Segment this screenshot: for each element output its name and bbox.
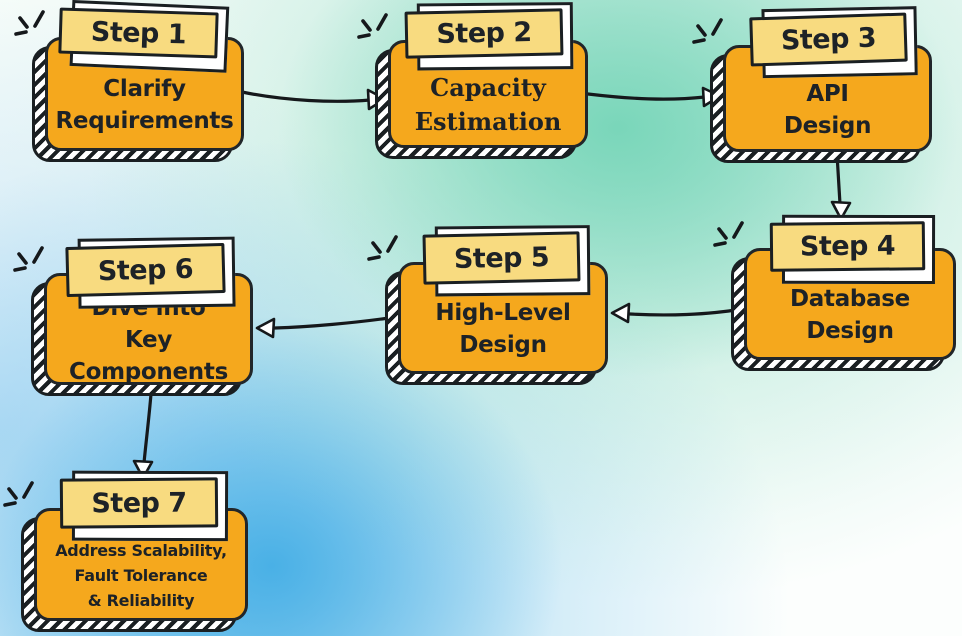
step-panel-2: Capacity Estimation Step 2 <box>357 2 588 159</box>
step-text-line: Database <box>789 286 910 312</box>
step-text-line: Clarify <box>103 76 186 102</box>
sparkle-icon <box>367 235 398 261</box>
step-tab: Step 5 <box>422 225 591 297</box>
step-panel-6: Dive into Key Components Step 6 <box>13 236 253 396</box>
sparkle-icon <box>692 18 723 44</box>
sparkle-icon <box>713 221 744 247</box>
step-label: Step 4 <box>799 230 896 263</box>
step-label: Step 3 <box>780 22 877 57</box>
step-tab: Step 6 <box>65 236 236 309</box>
step-text-line: High-Level <box>435 300 571 326</box>
sparkle-icon <box>357 13 388 39</box>
step-label: Step 5 <box>453 241 550 275</box>
step-text-line: Fault Tolerance <box>74 566 208 585</box>
sparkle-icon <box>14 10 45 36</box>
step-text-line: Design <box>459 332 547 358</box>
step-text-line: Requirements <box>55 108 234 134</box>
arrowhead-step3-step4 <box>830 200 852 221</box>
step-text-line: Capacity <box>430 73 546 102</box>
step-panel-5: High-Level Design Step 5 <box>367 225 608 385</box>
step-text-line: API <box>806 80 849 107</box>
step-label: Step 1 <box>90 16 187 50</box>
step-tab: Step 3 <box>749 6 918 79</box>
arrowhead-step6-step7 <box>132 459 154 480</box>
arrow-step6-step7 <box>142 392 153 465</box>
sparkle-icon <box>3 481 34 507</box>
step-panel-1: Clarify Requirements Step 1 <box>14 0 244 162</box>
step-text-line: Design <box>806 318 894 344</box>
step-text-line: Design <box>783 112 872 139</box>
step-label: Step 6 <box>97 253 194 287</box>
arrowhead-step4-step5 <box>610 302 631 324</box>
step-label: Step 7 <box>91 487 187 519</box>
step-tab: Step 4 <box>769 214 936 285</box>
sparkle-icon <box>13 246 44 272</box>
arrow-step5-step6 <box>273 315 398 330</box>
step-panel-7: Address Scalability, Fault Tolerance & R… <box>3 470 248 632</box>
step-text-line: Key Components <box>69 327 228 385</box>
arrowhead-step5-step6 <box>255 317 276 339</box>
arrow-step2-step3 <box>586 92 707 101</box>
step-panel-4: Database Design Step 4 <box>713 214 956 371</box>
step-tab: Step 7 <box>59 470 229 542</box>
arrow-step1-step2 <box>240 90 372 103</box>
step-tab: Step 1 <box>58 0 230 73</box>
step-text-line: Estimation <box>414 107 562 136</box>
step-tab: Step 2 <box>404 2 574 71</box>
step-text-line: Address Scalability, <box>55 541 227 560</box>
step-label: Step 2 <box>436 17 532 50</box>
arrow-step4-step5 <box>628 307 743 317</box>
step-panel-3: API Design Step 3 <box>692 6 932 163</box>
step-text-line: & Reliability <box>87 591 195 610</box>
